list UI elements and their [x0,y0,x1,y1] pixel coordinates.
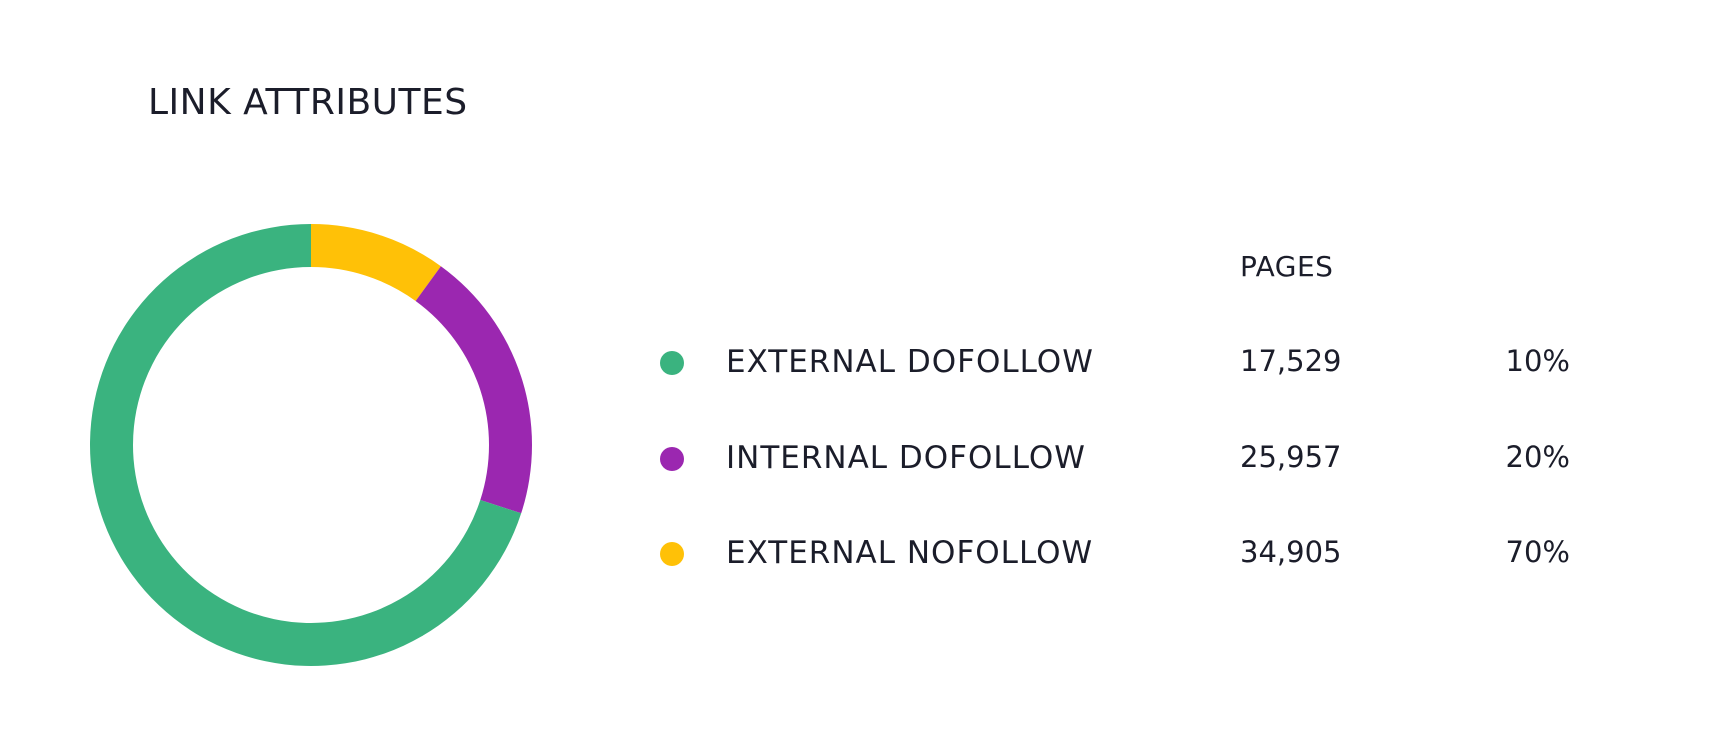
pages-column-header: PAGES [1240,250,1334,283]
legend-row-internal-dofollow: INTERNAL DOFOLLOW 25,957 20% [0,438,1725,478]
donut-segment-internal-dofollow [415,266,532,514]
legend-dot-internal-dofollow [660,447,684,471]
percent-value-external-nofollow: 70% [1505,535,1570,569]
legend-row-external-dofollow: EXTERNAL DOFOLLOW 17,529 10% [0,342,1725,382]
legend-dot-external-dofollow [660,351,684,375]
legend-label-internal-dofollow: INTERNAL DOFOLLOW [726,440,1086,476]
donut-chart [90,224,532,666]
chart-title: LINK ATTRIBUTES [148,82,468,123]
pages-value-external-dofollow: 17,529 [1240,344,1342,378]
legend-dot-external-nofollow [660,542,684,566]
legend-label-external-nofollow: EXTERNAL NOFOLLOW [726,535,1094,571]
pages-value-internal-dofollow: 25,957 [1240,440,1342,474]
legend-row-external-nofollow: EXTERNAL NOFOLLOW 34,905 70% [0,533,1725,573]
pages-value-external-nofollow: 34,905 [1240,535,1342,569]
percent-value-internal-dofollow: 20% [1505,440,1570,474]
legend-label-external-dofollow: EXTERNAL DOFOLLOW [726,344,1094,380]
donut-segment-external-nofollow [311,224,441,301]
percent-value-external-dofollow: 10% [1505,344,1570,378]
